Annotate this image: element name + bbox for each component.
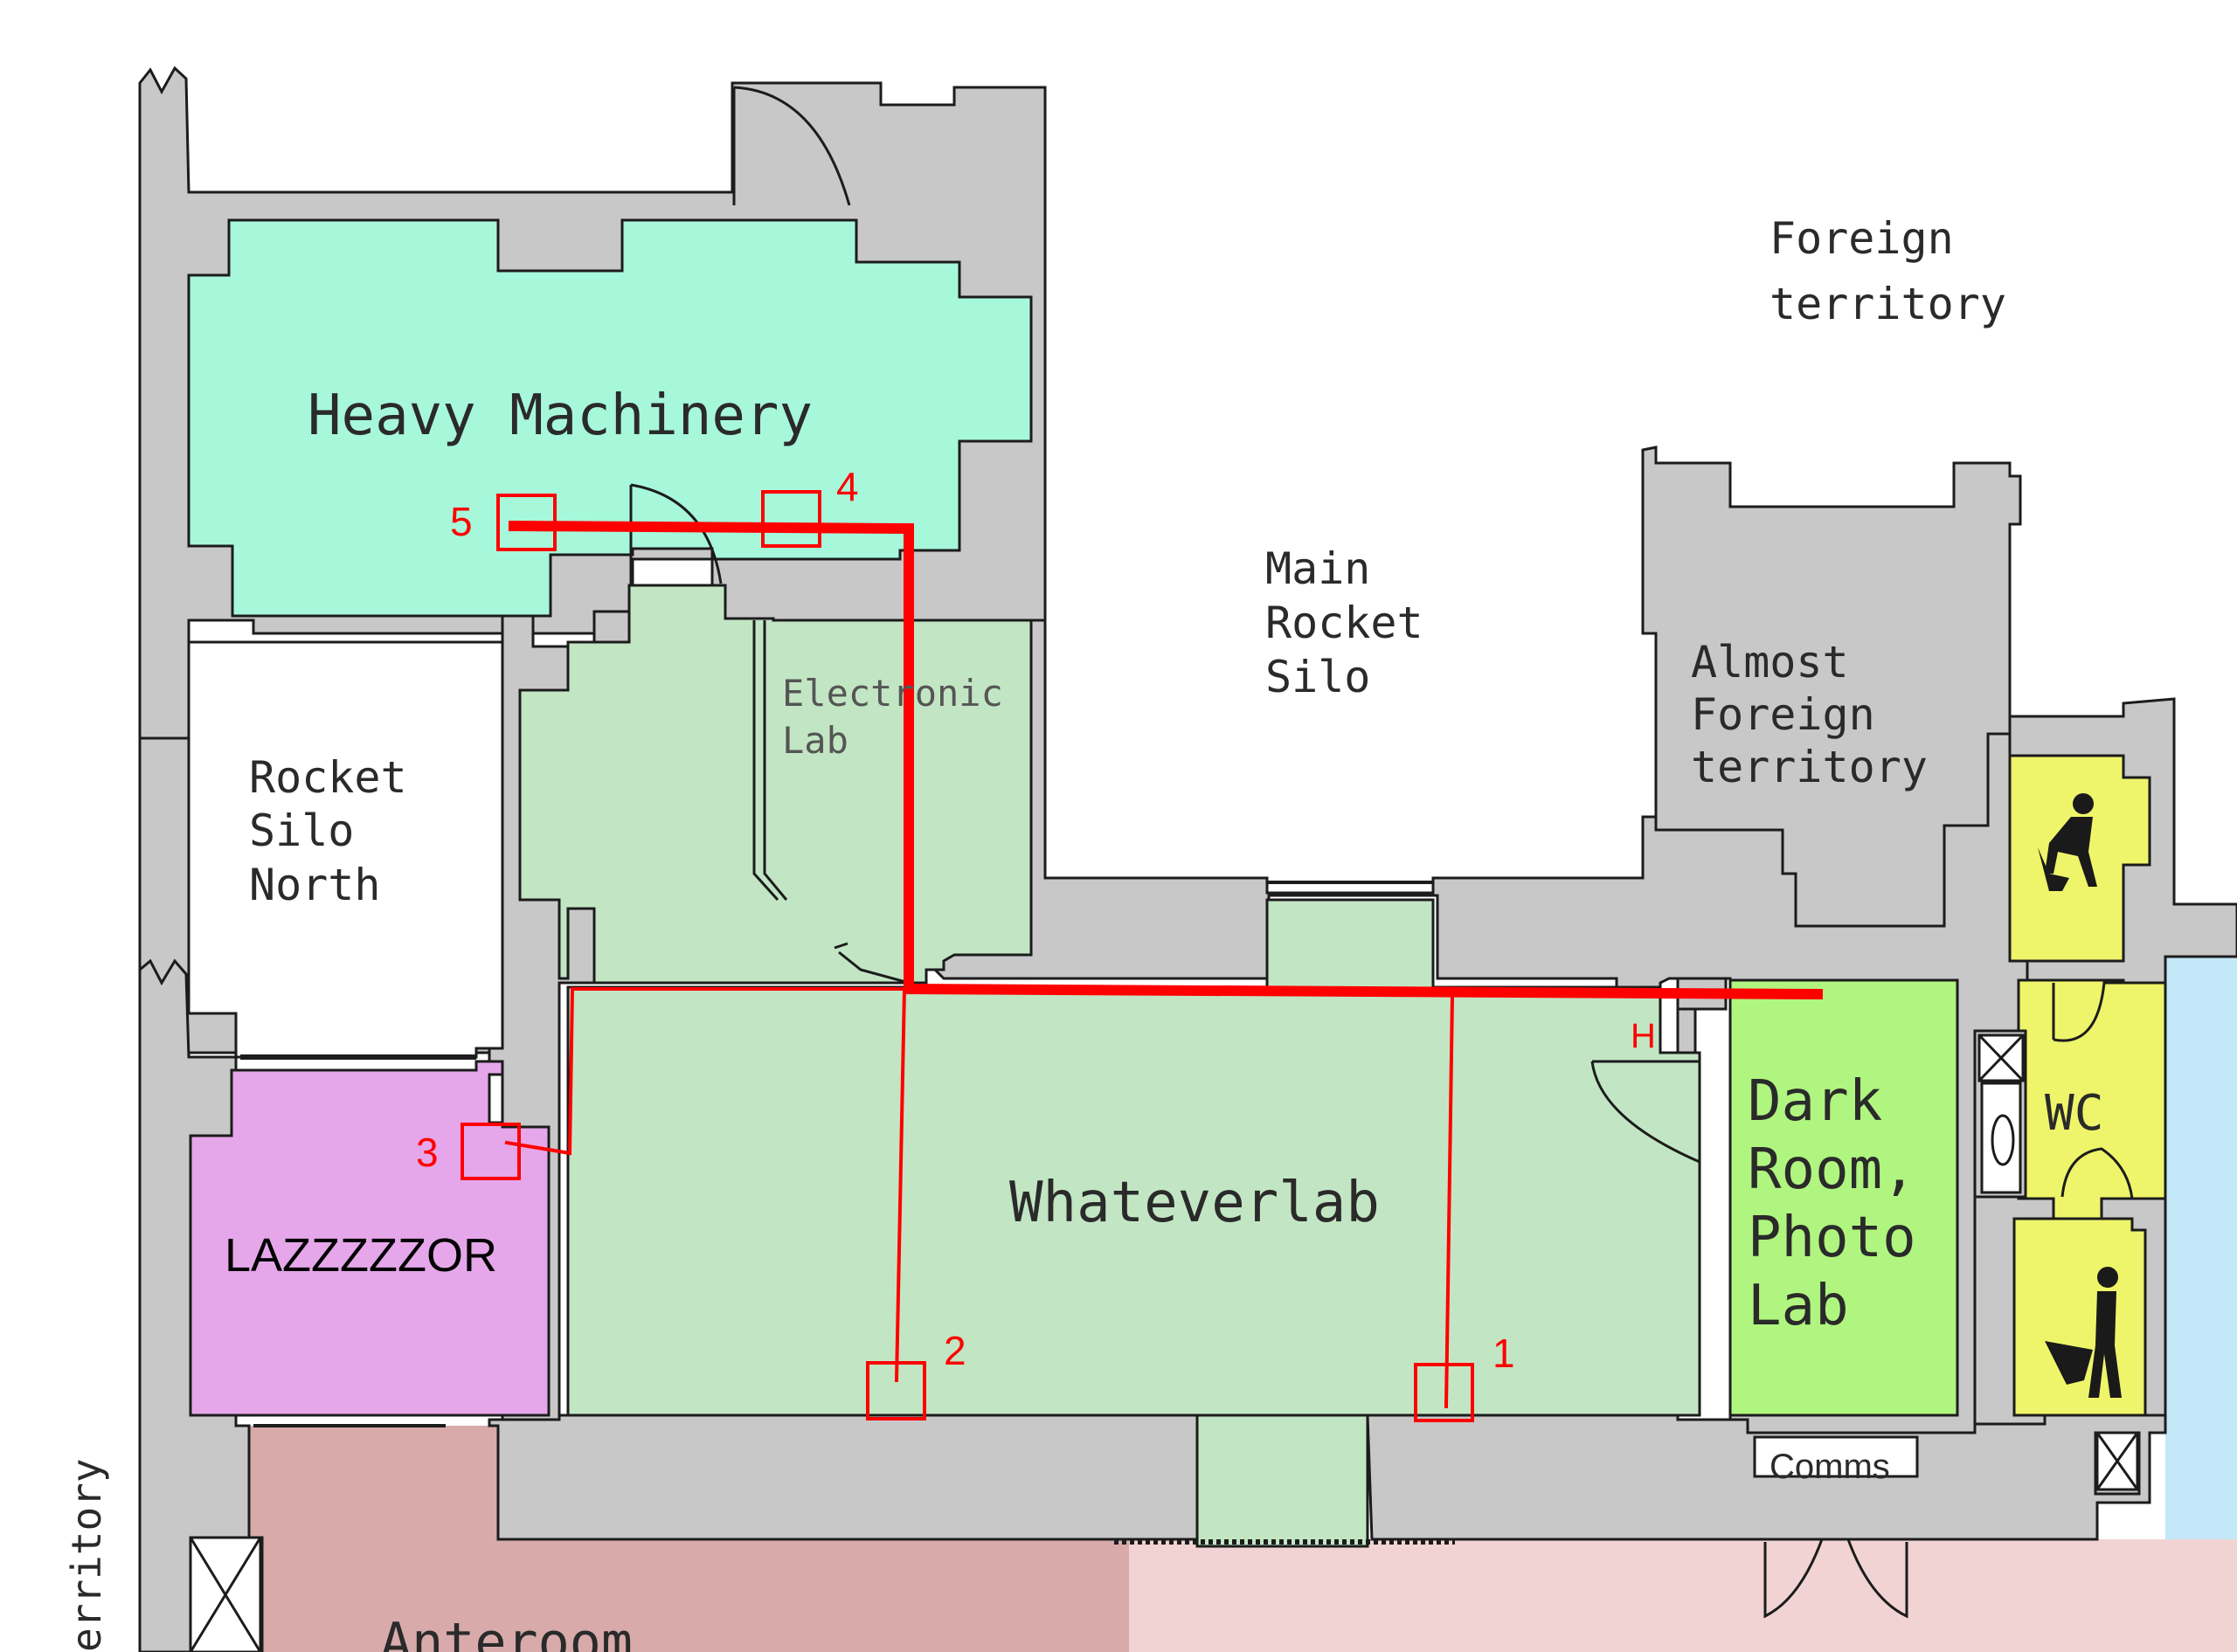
toilet-standing-icon <box>2045 1267 2122 1398</box>
label-rocket-silo-north-line-1: Rocket <box>249 752 407 803</box>
label-rocket-silo-north: Rocket Silo North <box>249 752 433 910</box>
marker-labels: 1 2 3 4 5 H <box>416 464 1656 1376</box>
outlet-box-5 <box>496 494 557 551</box>
label-whateverlab: Whateverlab <box>1009 1171 1380 1235</box>
label-main-rocket-silo: Main Rocket Silo <box>1265 543 1450 702</box>
outlet-boxes <box>461 490 1474 1422</box>
wc-fixtures <box>189 1033 2139 1652</box>
label-almost-foreign-line-3: territory <box>1691 742 1928 792</box>
cable-route <box>504 520 1824 1409</box>
toilet-seated-icon <box>2038 793 2097 891</box>
label-dark-room-line-1: Dark <box>1748 1069 1882 1134</box>
corridor-pink-area <box>1129 1539 2237 1652</box>
label-main-rocket-silo-line-3: Silo <box>1265 652 1370 702</box>
label-comms: Comms <box>1770 1448 1890 1486</box>
marker-2: 2 <box>944 1328 966 1373</box>
label-side-territory: erritory <box>63 1458 110 1652</box>
label-lazzzzzor: LAZZZZZOR <box>225 1229 497 1282</box>
label-wc: WC <box>2045 1085 2103 1142</box>
outlet-box-2 <box>866 1361 926 1420</box>
label-foreign-line-2: territory <box>1770 279 2006 329</box>
marker-h: H <box>1631 1017 1656 1055</box>
label-dark-room-photo-lab: Dark Room, Photo Lab <box>1748 1069 1950 1338</box>
label-rocket-silo-north-line-3: North <box>249 860 381 910</box>
marker-5: 5 <box>450 499 473 544</box>
bottom-entrances <box>1195 1414 1369 1548</box>
label-almost-foreign-territory: Almost Foreign territory <box>1691 637 1928 792</box>
dark-room-photo-lab <box>1728 978 1959 1417</box>
label-main-rocket-silo-line-2: Rocket <box>1265 598 1423 648</box>
wc-bottom-stall <box>2012 1217 2147 1417</box>
label-almost-foreign-line-1: Almost <box>1691 637 1849 688</box>
label-heavy-machinery: Heavy Machinery <box>308 384 813 448</box>
label-main-rocket-silo-line-1: Main <box>1265 543 1370 594</box>
marker-3: 3 <box>416 1130 439 1175</box>
label-dark-room-line-4: Lab <box>1748 1274 1849 1338</box>
outlet-box-3 <box>461 1123 521 1180</box>
label-electronic-lab-line-1: Electronic <box>782 672 1003 715</box>
label-dark-room-line-2: Room, <box>1748 1137 1916 1202</box>
marker-4: 4 <box>836 464 859 509</box>
outlet-box-1 <box>1414 1363 1474 1422</box>
label-foreign-territory: Foreign territory <box>1770 213 2006 329</box>
doors <box>240 86 2134 1619</box>
label-almost-foreign-line-2: Foreign <box>1691 689 1875 740</box>
outside-blue-area <box>2165 913 2237 1542</box>
label-dark-room-line-3: Photo <box>1748 1206 1916 1270</box>
label-electronic-lab-line-2: Lab <box>782 719 848 762</box>
label-rocket-silo-north-line-2: Silo <box>249 805 354 856</box>
label-foreign-line-1: Foreign <box>1770 213 1954 264</box>
electronic-lab-and-hall <box>518 584 1033 985</box>
label-anteroom: Anteroom <box>380 1612 633 1652</box>
outlet-box-4 <box>761 490 821 548</box>
marker-1: 1 <box>1492 1331 1515 1376</box>
label-electronic-lab: Electronic Lab <box>782 672 1025 762</box>
